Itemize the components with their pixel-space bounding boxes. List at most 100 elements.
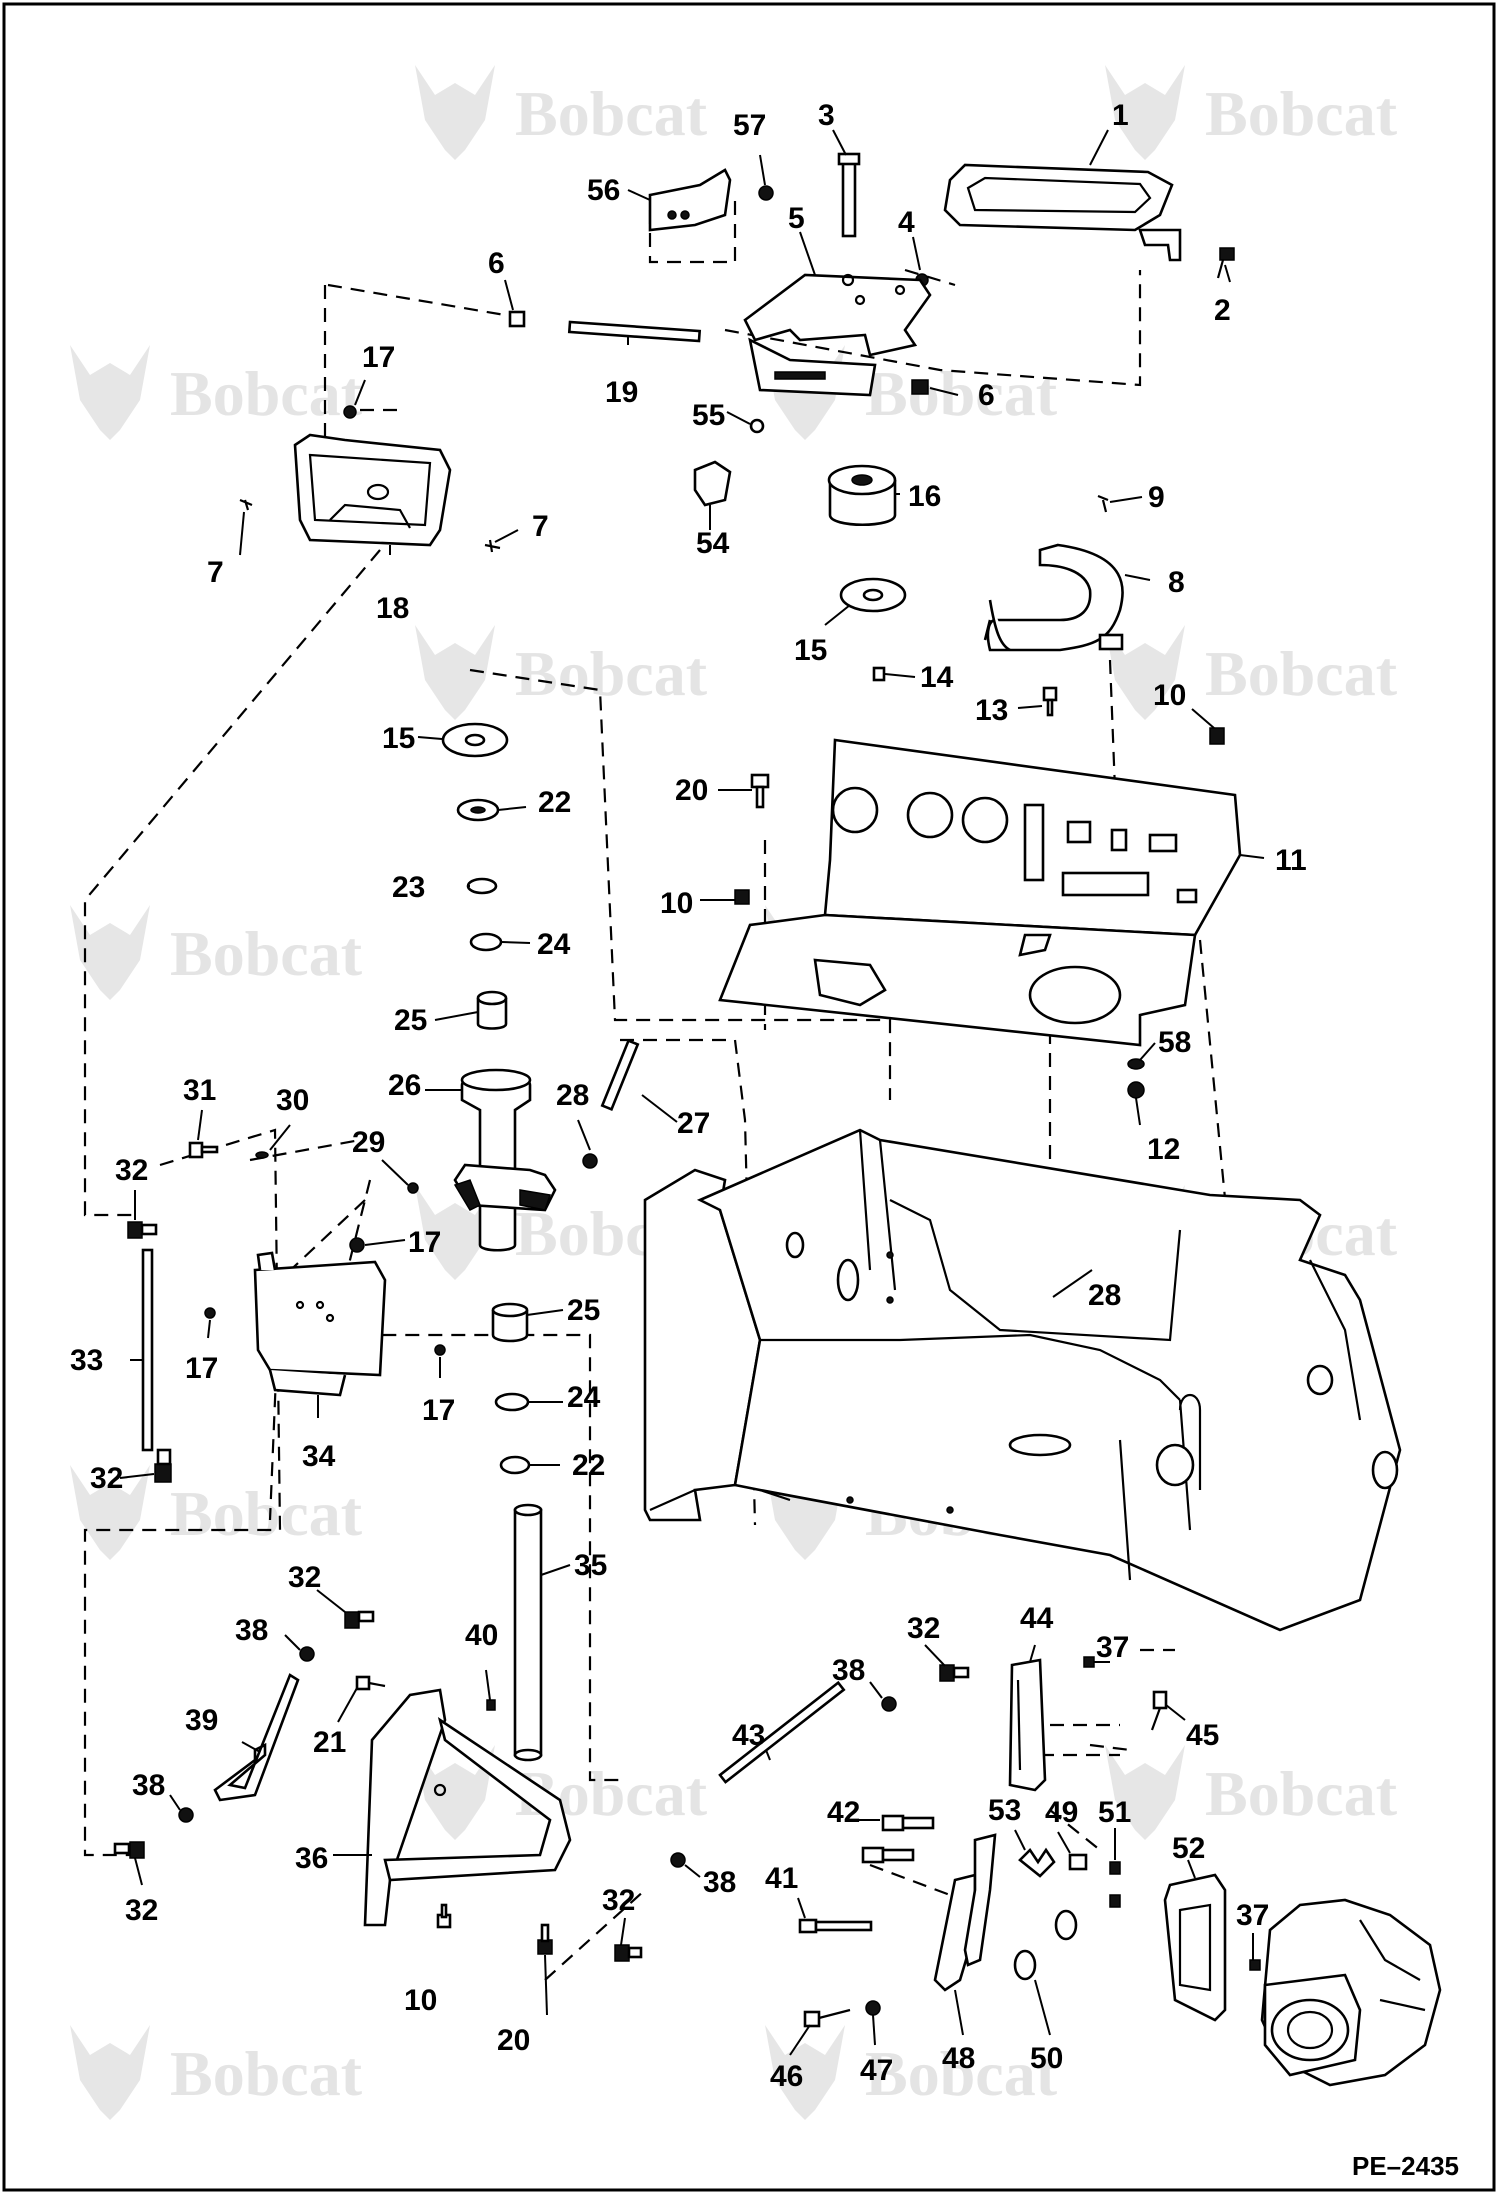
callout-21: 21 [313,1726,346,1759]
part-22-seal [499,1455,531,1475]
part-25-bearing [491,1302,529,1343]
loader-frame [643,1128,1402,1632]
callout-40: 40 [465,1619,498,1652]
watermark-text: Bobcat [515,78,708,149]
callout-35: 35 [574,1549,607,1582]
callout-41: 41 [765,1862,798,1895]
callout-24b: 24 [567,1381,601,1414]
watermark: Bobcat [70,1465,363,1560]
part-23-ring [466,877,498,895]
part-43-link-rod [718,1680,846,1784]
watermark-text: Bobcat [170,358,363,429]
part-18-handle [293,433,452,547]
part-48-lever [933,1833,997,1992]
callout-32d: 32 [125,1894,158,1927]
callout-47: 47 [860,2054,893,2087]
watermark: Bobcat [765,2025,1058,2120]
watermark: Bobcat [1105,625,1398,720]
callout-37b: 37 [1236,1899,1269,1932]
part-51-nut [1109,1894,1121,1908]
part-2-screw [1216,247,1235,279]
watermark: Bobcat [1105,1745,1398,1840]
callout-10c: 10 [404,1984,437,2017]
watermark-text: Bobcat [1205,78,1398,149]
watermark-text: Bobcat [865,2038,1058,2109]
assembly-line [648,200,737,264]
part-6-bushing [911,379,929,395]
callout-24a: 24 [537,928,571,961]
callout-53: 53 [988,1794,1021,1827]
callout-23: 23 [392,871,425,904]
callout-32c: 32 [288,1561,321,1594]
watermark: Bobcat [1105,65,1398,160]
callout-22b: 22 [572,1449,605,1482]
part-17-nut [434,1344,446,1356]
part-15-washer [441,722,509,758]
part-46-screw [803,2008,851,2028]
bobcat-logo-icon [70,1465,150,1560]
bobcat-logo-icon [70,2025,150,2120]
callout-6b: 6 [978,379,995,412]
callout-15a: 15 [794,634,827,667]
part-20-screw [750,773,770,809]
watermark: Bobcat [415,65,708,160]
callout-4: 4 [898,206,915,239]
assembly-line [904,268,956,287]
callout-15b: 15 [382,722,415,755]
part-54-knob [693,460,732,507]
callout-17a: 17 [362,341,395,374]
bobcat-logo-icon [415,65,495,160]
callout-13: 13 [975,694,1008,727]
callout-45: 45 [1186,1719,1219,1752]
part-17-nut [349,1237,365,1253]
callout-44: 44 [1020,1602,1054,1635]
part-8-grab-handle [983,543,1124,652]
callout-31: 31 [183,1074,216,1107]
assembly-line [249,1138,361,1162]
callout-48: 48 [942,2042,975,2075]
watermark-text: Bobcat [170,2038,363,2109]
part-24-ring [469,932,503,952]
part-5-bracket [743,273,932,397]
callout-43: 43 [732,1719,765,1752]
callout-38c: 38 [703,1866,736,1899]
part-58-washer [1127,1058,1145,1070]
part-15-washer [839,577,907,613]
callout-25b: 25 [567,1294,600,1327]
bobcat-logo-icon [70,905,150,1000]
part-12-nut [1127,1081,1145,1099]
leader-lines [119,129,1265,2056]
callout-26: 26 [388,1069,421,1102]
part-38-ball [881,1696,897,1712]
bobcat-logo-icon [70,345,150,440]
callout-36: 36 [295,1842,328,1875]
watermark: Bobcat [70,345,363,440]
bobcat-logo-icon [1105,65,1185,160]
part-10-screw [734,889,750,905]
part-10-screw [436,1903,452,1929]
callout-9: 9 [1148,481,1165,514]
part-56-bracket [648,168,732,232]
part-47-ball [865,2000,881,2016]
part-36-plate [363,1688,572,1927]
part-26-steering-column [453,1068,557,1252]
callout-54: 54 [696,527,730,560]
callout-28a: 28 [556,1079,589,1112]
part-31-screw [188,1141,219,1159]
part-53-spring [1018,1847,1056,1878]
part-11-panel [718,738,1242,1047]
watermark-text: Bobcat [1205,1758,1398,1829]
part-17-nut [204,1307,216,1319]
watermark-text: Bobcat [865,358,1058,429]
callout-57: 57 [733,109,766,142]
part-30-washer [255,1151,269,1159]
assembly-lines [83,200,1232,1981]
pump-assembly [1260,1898,1442,2087]
callout-33: 33 [70,1344,103,1377]
part-7-screw [484,539,501,553]
part-21-screw [355,1675,386,1691]
part-19-rod [567,320,702,343]
part-37-nut [1083,1656,1095,1668]
callout-32f: 32 [907,1612,940,1645]
